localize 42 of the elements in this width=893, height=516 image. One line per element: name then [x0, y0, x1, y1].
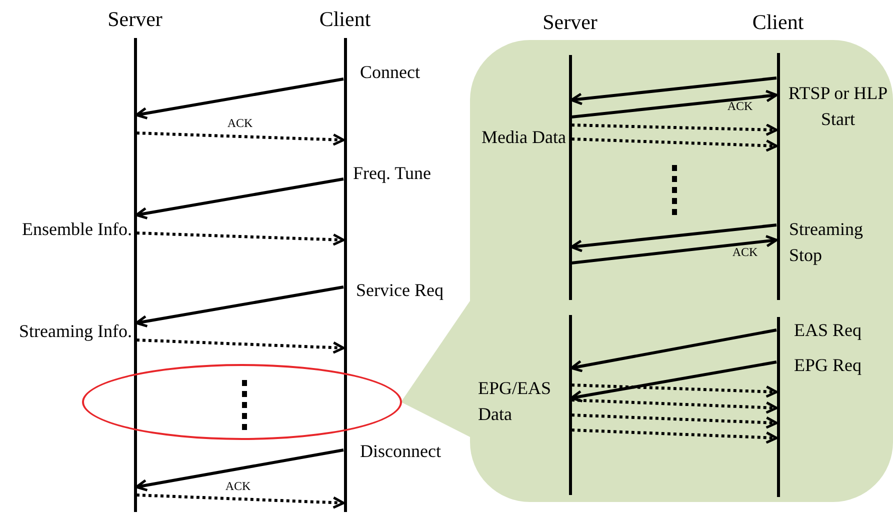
lifeline-label: Server: [542, 10, 598, 35]
message-arrow: [135, 448, 344, 492]
message-arrow: [135, 286, 344, 328]
message-arrow: [570, 224, 777, 252]
lifeline-label: Client: [752, 10, 804, 35]
edge-label: Freq. Tune: [353, 163, 432, 184]
message-arrow: [136, 132, 345, 146]
message-arrow: [571, 398, 778, 414]
edge-label: ACK: [726, 100, 754, 114]
message-arrow: [571, 384, 778, 398]
edge-label: Disconnect: [360, 441, 442, 462]
message-arrow: [136, 232, 345, 246]
edge-label: Connect: [360, 62, 421, 83]
message-arrow: [135, 178, 344, 220]
message-arrow: [136, 494, 345, 509]
edge-label: Streaming Stop: [789, 218, 864, 268]
message-arrow: [570, 360, 777, 402]
edge-label: EPG/EAS Data: [478, 377, 552, 426]
message-arrow: [571, 124, 778, 136]
message-arrow: [571, 428, 778, 444]
message-arrow: [571, 414, 778, 429]
message-arrow: [571, 234, 778, 264]
edge-label: Media Data: [480, 127, 566, 148]
lifeline-label: Server: [108, 7, 162, 32]
edge-label: EPG Req: [794, 355, 862, 376]
edge-label: Service Req: [356, 280, 444, 301]
edge-label: EAS Req: [794, 320, 862, 341]
message-arrow: [570, 76, 777, 106]
edge-label: ACK: [731, 246, 759, 260]
message-arrow: [571, 138, 778, 152]
message-arrow: [136, 338, 345, 354]
edge-label: RTSP or HLP Start: [787, 82, 889, 132]
edge-label: ACK: [224, 480, 252, 494]
message-arrow: [135, 78, 344, 120]
lifeline-label: Client: [319, 7, 371, 32]
edge-label: Streaming Info.: [18, 321, 132, 342]
edge-label: Ensemble Info.: [21, 219, 132, 240]
message-arrow: [571, 90, 778, 118]
lifeline: [776, 317, 780, 497]
lifeline: [568, 315, 572, 495]
edge-label: ACK: [226, 117, 254, 131]
message-arrow: [570, 328, 777, 372]
